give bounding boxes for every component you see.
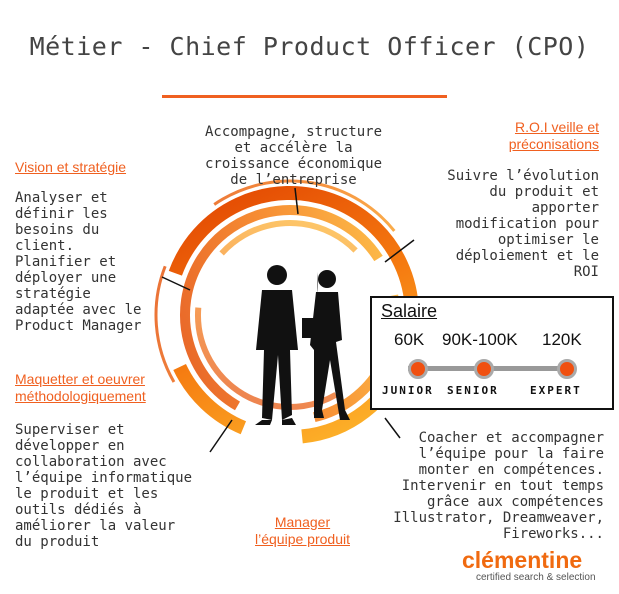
section-body: Analyser et définir les besoins du clien… <box>15 190 142 334</box>
title-divider <box>162 95 447 98</box>
connector-line <box>384 417 401 439</box>
section-body: Superviser et développer en collaboratio… <box>15 422 193 550</box>
center-description: Accompagne, structure et accélère la cro… <box>205 124 383 188</box>
section-body: Coacher et accompagner l’équipe pour la … <box>393 430 604 542</box>
connector-line <box>294 187 299 215</box>
salary-dot <box>557 359 577 379</box>
salary-value: 60K <box>394 330 425 349</box>
level-label: EXPERT <box>530 384 582 397</box>
level-label: JUNIOR <box>382 384 434 397</box>
salary-value: 90K-100K <box>442 330 518 349</box>
connector-line <box>384 239 415 263</box>
salary-value: 120K <box>542 330 582 349</box>
ring-thin <box>154 179 426 451</box>
salary-title: Salaire <box>381 301 438 321</box>
company-logo: clémentine certified search & selection <box>462 548 596 583</box>
logo-name: clémentine <box>462 547 583 573</box>
salary-dot <box>474 359 494 379</box>
level-label: SENIOR <box>447 384 499 397</box>
section-heading: R.O.I veille et préconisations <box>508 119 599 152</box>
logo-tagline: certified search & selection <box>476 572 596 583</box>
section-heading: Vision et stratégie <box>15 159 127 175</box>
salary-dot <box>408 359 428 379</box>
section-heading: Manager l’équipe produit <box>255 514 350 547</box>
connector-line <box>209 419 233 453</box>
section-body: Suivre l’évolution du produit et apporte… <box>447 168 599 280</box>
section-heading: Maquetter et oeuvrer méthodologiquement <box>15 371 146 404</box>
salary-box: Salaire 60K 90K-100K 120K JUNIOR SENIOR … <box>370 296 614 410</box>
page-title: Métier - Chief Product Officer (CPO) <box>29 32 590 61</box>
people-silhouette <box>255 265 350 425</box>
connector-line <box>161 276 191 291</box>
